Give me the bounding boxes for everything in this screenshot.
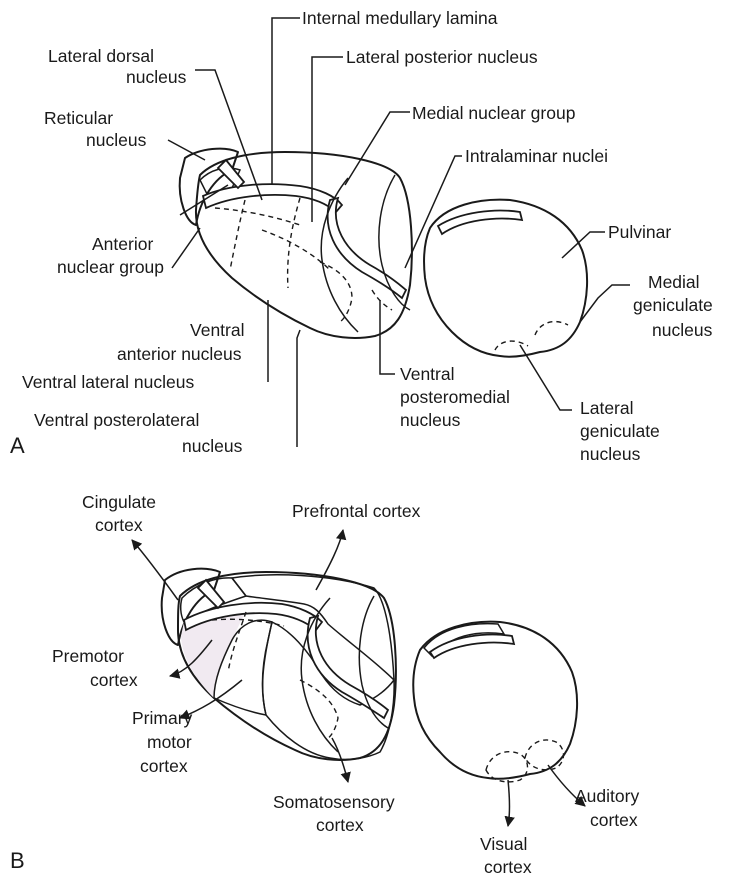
- panel-b-letter: B: [10, 848, 25, 873]
- label-reticular-1: Reticular: [44, 108, 113, 128]
- label-vpl-2: nucleus: [182, 436, 243, 456]
- panel-a-labels: Internal medullary lamina Lateral dorsal…: [10, 8, 713, 464]
- panel-a-letter: A: [10, 433, 25, 458]
- label-lateral-geniculate-2: geniculate: [580, 421, 660, 441]
- label-somatosensory-2: cortex: [316, 815, 364, 835]
- label-lateral-geniculate-1: Lateral: [580, 398, 634, 418]
- panel-a: Internal medullary lamina Lateral dorsal…: [10, 8, 713, 464]
- label-cingulate-1: Cingulate: [82, 492, 156, 512]
- label-medial-nuclear-group: Medial nuclear group: [412, 103, 575, 123]
- arrow-prefrontal: [316, 530, 343, 590]
- label-ventral-anterior-2: anterior nucleus: [117, 344, 242, 364]
- label-internal-medullary-lamina: Internal medullary lamina: [302, 8, 498, 28]
- medial-geniculate-outline: [535, 322, 568, 335]
- label-lateral-dorsal-1: Lateral dorsal: [48, 46, 154, 66]
- label-prefrontal: Prefrontal cortex: [292, 501, 421, 521]
- label-ventral-anterior-1: Ventral: [190, 320, 244, 340]
- label-premotor-1: Premotor: [52, 646, 124, 666]
- lamina-b-descend: [308, 616, 388, 718]
- label-medial-geniculate-1: Medial: [648, 272, 700, 292]
- lamina-b-branch: [198, 580, 224, 608]
- label-lateral-dorsal-2: nucleus: [126, 67, 187, 87]
- label-vpl-1: Ventral posterolateral: [34, 410, 199, 430]
- label-premotor-2: cortex: [90, 670, 138, 690]
- dash-b-3: [300, 680, 338, 740]
- label-cingulate-2: cortex: [95, 515, 143, 535]
- division-vpm: [320, 262, 352, 322]
- label-auditory-1: Auditory: [575, 786, 639, 806]
- label-lateral-posterior: Lateral posterior nucleus: [346, 47, 538, 67]
- division-va-top: [215, 208, 300, 225]
- label-somatosensory-1: Somatosensory: [273, 792, 395, 812]
- division-vpl: [262, 230, 330, 270]
- label-medial-geniculate-3: nucleus: [652, 320, 713, 340]
- label-primary-motor-3: cortex: [140, 756, 188, 776]
- label-visual-1: Visual: [480, 834, 527, 854]
- label-reticular-2: nucleus: [86, 130, 147, 150]
- pulvinar-b-lamina: [430, 635, 514, 658]
- lamina-branch: [218, 160, 244, 188]
- panel-b-labels: Cingulate cortex Prefrontal cortex Premo…: [10, 492, 639, 877]
- label-anterior-1: Anterior: [92, 234, 153, 254]
- label-vpm-2: posteromedial: [400, 387, 510, 407]
- pulvinar-lamina: [438, 211, 522, 234]
- label-pulvinar: Pulvinar: [608, 222, 671, 242]
- panel-a-leaders: [168, 18, 630, 447]
- label-vpm-3: nucleus: [400, 410, 461, 430]
- division-vl-vpl: [288, 198, 300, 288]
- label-visual-2: cortex: [484, 857, 532, 877]
- division-vpm-2: [372, 290, 392, 310]
- label-intralaminar: Intralaminar nuclei: [465, 146, 608, 166]
- arrow-cingulate: [132, 540, 178, 600]
- label-lateral-geniculate-3: nucleus: [580, 444, 641, 464]
- visual-geniculate: [486, 752, 528, 782]
- label-ventral-lateral: Ventral lateral nucleus: [22, 372, 194, 392]
- lamina-descending: [328, 198, 406, 298]
- auditory-geniculate: [525, 740, 564, 770]
- reticular-nucleus-shape: [180, 149, 238, 225]
- arrow-visual: [508, 780, 510, 826]
- somatosensory-region: [263, 622, 395, 759]
- label-anterior-2: nuclear group: [57, 257, 164, 277]
- label-auditory-2: cortex: [590, 810, 638, 830]
- label-primary-motor-1: Primary: [132, 708, 193, 728]
- label-primary-motor-2: motor: [147, 732, 192, 752]
- label-medial-geniculate-2: geniculate: [633, 295, 713, 315]
- panel-b: Cingulate cortex Prefrontal cortex Premo…: [10, 492, 639, 877]
- pulvinar-b: [413, 622, 577, 779]
- label-vpm-1: Ventral: [400, 364, 454, 384]
